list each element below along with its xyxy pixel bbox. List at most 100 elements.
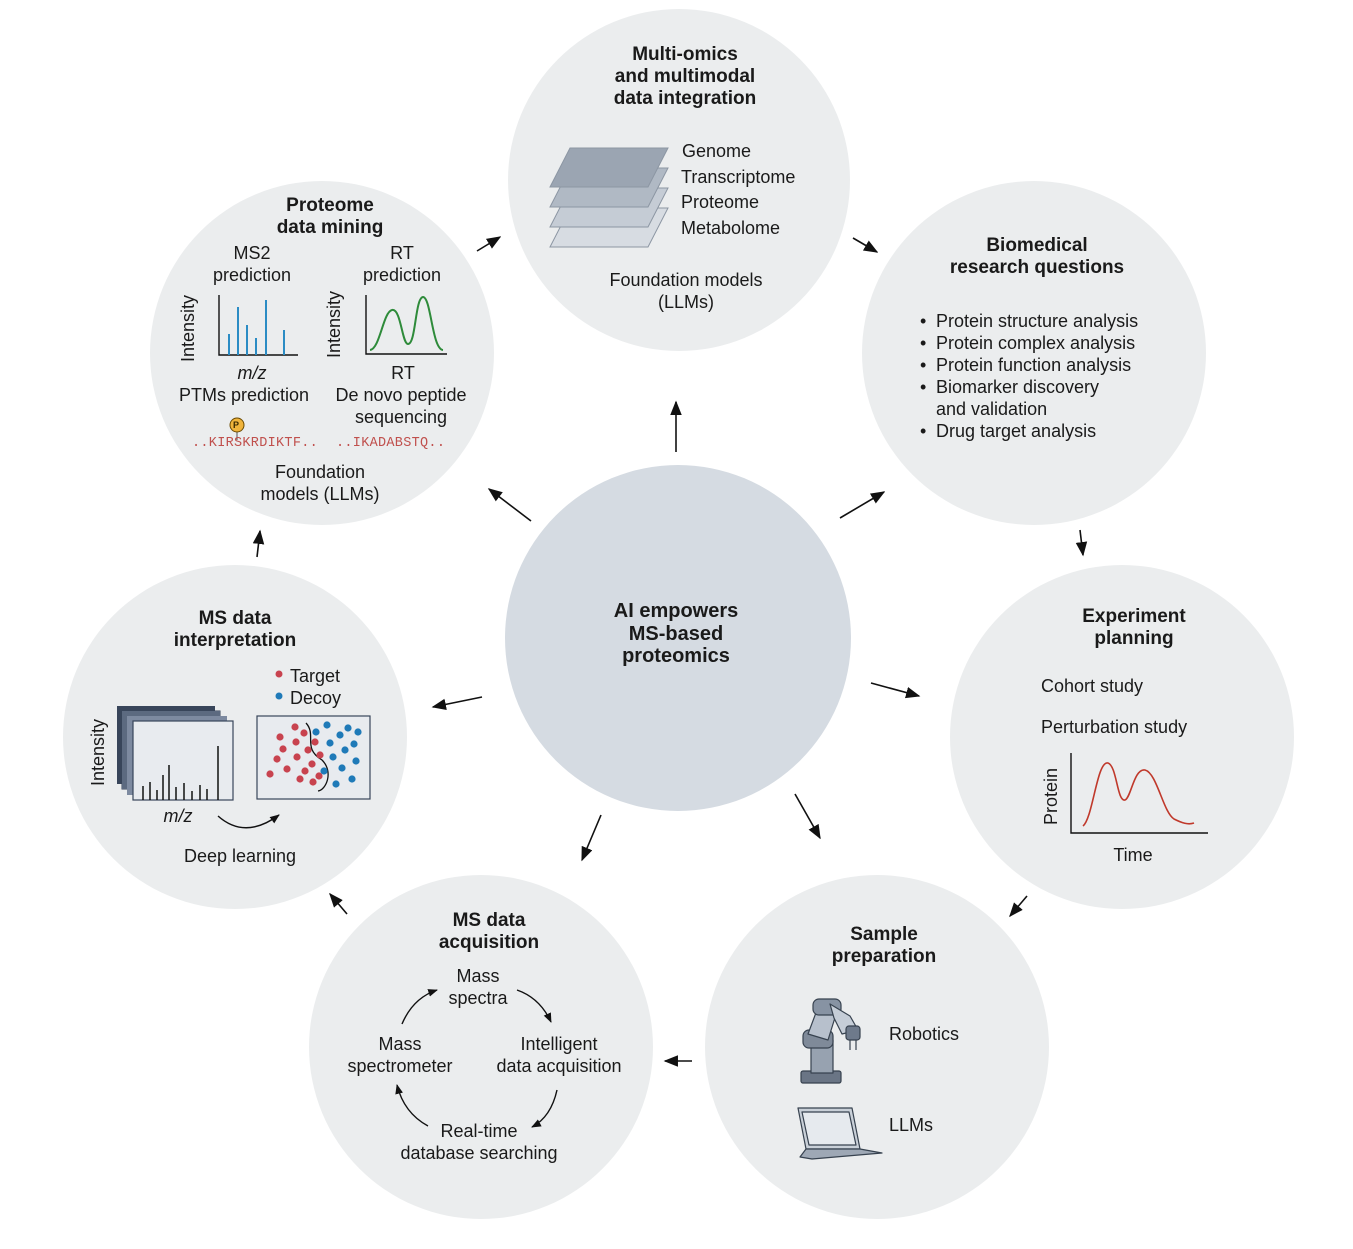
biomedical-list: Protein structure analysis Protein compl… (920, 310, 1138, 442)
experiment-item-perturbation: Perturbation study (1041, 717, 1188, 737)
arrow-center-lower-left (581, 814, 602, 862)
sample-title: Sample preparation (831, 924, 937, 967)
decoy-point (344, 724, 352, 732)
cycle-intelligent-acquisition: Intelligent data acquisition (496, 1034, 622, 1076)
layer-label-proteome: Proteome (681, 192, 760, 212)
decision-boundary (305, 722, 329, 792)
center-arrows (431, 400, 921, 862)
interpretation-ylabel: Intensity (88, 718, 108, 786)
target-point (292, 738, 300, 746)
cycle-mass-spectrometer: Mass spectrometer (347, 1034, 453, 1076)
cycle-realtime-search: Real-time database searching (400, 1121, 558, 1163)
ms2-ylabel: Intensity (178, 294, 198, 362)
legend-target-dot (275, 670, 283, 678)
target-point (316, 751, 324, 759)
cycle-arrows (252, 236, 1088, 1067)
biomedical-item: Protein structure analysis (920, 310, 1138, 332)
layer-label-transcriptome: Transcriptome (681, 167, 796, 187)
denovo-label: De novo peptide sequencing (335, 385, 467, 427)
target-point (308, 760, 316, 768)
experiment-item-cohort: Cohort study (1041, 676, 1144, 696)
phospho-badge-icon (229, 417, 245, 440)
acquisition-cycle-arrows (395, 989, 558, 1128)
decoy-point (326, 739, 334, 747)
sample-item-llms: LLMs (889, 1115, 934, 1135)
ptm-sequence: ..KIRSKRDIKTF.. (192, 436, 319, 451)
experiment-title: Experiment planning (1082, 606, 1186, 649)
interpretation-xlabel: m/z (163, 806, 193, 826)
decoy-point (354, 728, 362, 736)
interpretation-title: MS data interpretation (173, 608, 297, 651)
target-points (266, 723, 324, 786)
denovo-sequence: ..IKADABSTQ.. (336, 436, 446, 451)
target-point (293, 753, 301, 761)
mining-title: Proteome data mining (276, 195, 384, 238)
phospho-badge-label: P (233, 420, 240, 430)
decoy-point (338, 764, 346, 772)
arrow-center-upper-right (839, 491, 886, 519)
rt-label: RT prediction (362, 243, 442, 285)
rt-axes (365, 295, 447, 355)
rt-prediction-plot (365, 295, 447, 355)
acquisition-title: MS data acquisition (438, 910, 540, 953)
omics-layers-icon (549, 147, 669, 248)
rt-ylabel: Intensity (324, 290, 344, 358)
target-point (304, 746, 312, 754)
arrow-multiomics-to-biomedical (852, 237, 879, 253)
target-point (296, 775, 304, 783)
ms2-peaks (228, 300, 285, 355)
acquisition-circle (309, 875, 653, 1219)
target-point (315, 772, 323, 780)
interpretation-footer: Deep learning (183, 846, 297, 866)
protein-time-axes (1070, 753, 1208, 834)
spectrum-peaks (142, 746, 219, 800)
ptm-label: PTMs prediction (178, 385, 310, 405)
protein-time-curve (1082, 762, 1195, 827)
arrow-center-right (870, 682, 921, 699)
multiomics-title: Multi-omics and multimodal data integrat… (613, 44, 757, 109)
target-point (276, 733, 284, 741)
ms2-label: MS2 prediction (212, 243, 292, 285)
arrow-center-upper-left (487, 488, 532, 522)
cycle-arrow-to-realtime (531, 1089, 558, 1128)
arrow-experiment-to-sample (1009, 895, 1028, 918)
mining-circle (150, 181, 494, 525)
sample-item-robotics: Robotics (889, 1024, 960, 1044)
target-decoy-scatter (256, 670, 371, 800)
arrow-interpretation-to-mining (252, 529, 265, 558)
target-point (309, 778, 317, 786)
arrow-acquisition-to-interpretation (329, 892, 348, 915)
decoy-point (341, 746, 349, 754)
cycle-arrow-to-mass-spectra (401, 989, 438, 1025)
arrow-biomedical-to-experiment (1075, 529, 1088, 557)
decoy-point (352, 757, 360, 765)
cycle-arrow-to-intelligent (516, 989, 552, 1023)
decoy-point (332, 780, 340, 788)
arrow-center-lower-right (794, 793, 821, 840)
target-point (283, 765, 291, 773)
biomedical-item: Protein function analysis (920, 354, 1138, 376)
experiment-xlabel: Time (1113, 845, 1153, 865)
mining-footer: Foundation models (LLMs) (260, 462, 380, 504)
sample-circle (705, 875, 1049, 1219)
decoy-point (348, 775, 356, 783)
rt-xlabel: RT (391, 363, 415, 383)
target-point (301, 767, 309, 775)
decoy-point (323, 721, 331, 729)
layer-genome (549, 147, 669, 188)
target-point (291, 723, 299, 731)
ms2-xlabel: m/z (237, 363, 267, 383)
experiment-ylabel: Protein (1041, 767, 1061, 825)
decoy-point (329, 753, 337, 761)
ms2-axes (218, 295, 298, 356)
multiomics-footer: Foundation models (LLMs) (609, 270, 763, 312)
cycle-mass-spectra: Mass spectra (448, 966, 508, 1008)
biomedical-item: Biomarker discovery and validation (920, 376, 1138, 420)
protein-time-plot (1070, 753, 1208, 834)
legend-target-label: Target (290, 666, 341, 686)
decoy-point (350, 740, 358, 748)
biomedical-title: Biomedical research questions (949, 235, 1125, 278)
target-point (273, 755, 281, 763)
biomedical-item: Drug target analysis (920, 420, 1138, 442)
